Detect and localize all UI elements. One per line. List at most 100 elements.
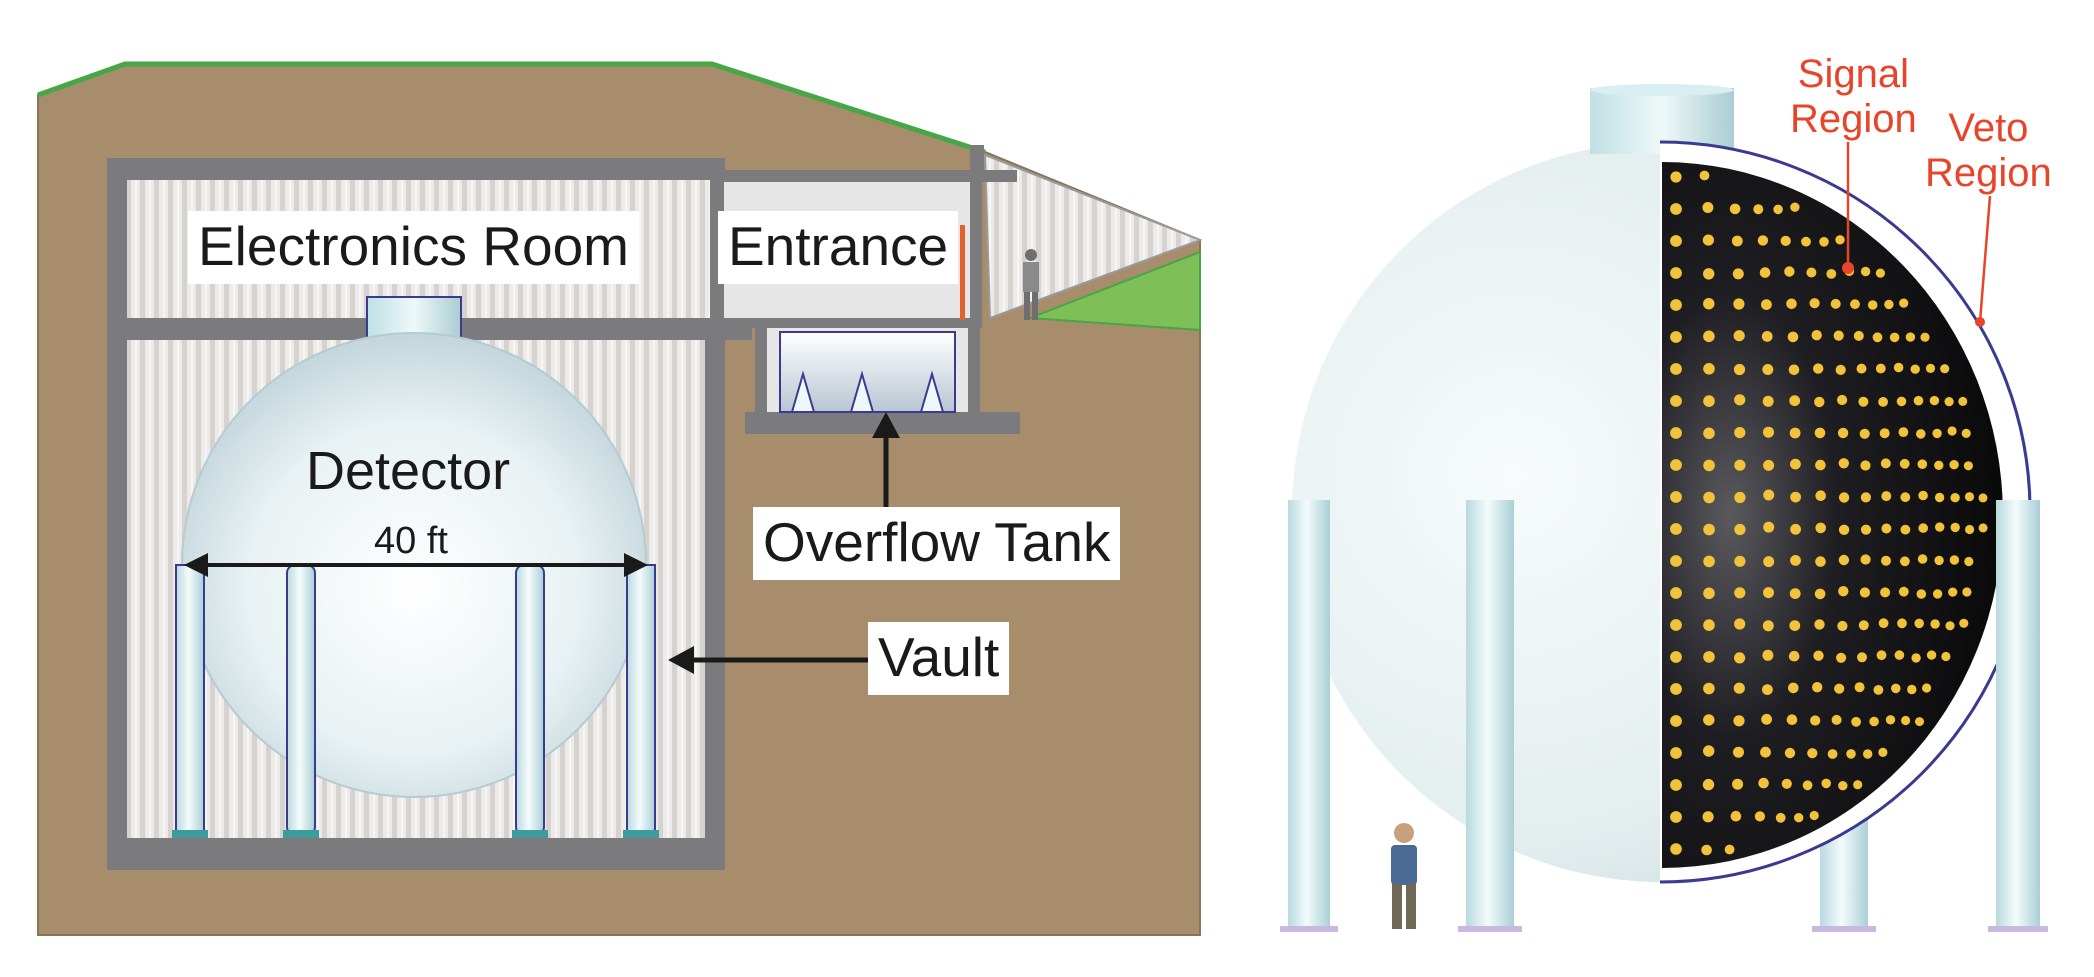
pmt-dot (1670, 555, 1682, 567)
pmt-dot (1821, 778, 1831, 789)
pmt-dot (1914, 618, 1924, 629)
pmt-dot (1784, 747, 1796, 759)
pmt-dot (1854, 682, 1865, 693)
veto-region-line-2: Region (1925, 150, 2052, 195)
tank-pit-wall-left (755, 318, 767, 414)
chimney-top (1590, 84, 1734, 96)
pmt-dot (1703, 745, 1715, 757)
pmt-dot (1837, 394, 1848, 406)
pmt-dot (1781, 778, 1792, 789)
pmt-dot (1790, 458, 1801, 470)
pmt-dot (1934, 460, 1944, 470)
pmt-dot (1773, 204, 1783, 215)
pmt-dot (1703, 298, 1715, 310)
pmt-dot (1930, 619, 1940, 629)
pmt-dot (1837, 427, 1849, 439)
pmt-dot (1838, 586, 1849, 597)
pmt-dot (1876, 650, 1887, 661)
pmt-dot (1858, 396, 1869, 407)
pmt-dot (1901, 715, 1911, 726)
pmt-dot (1809, 810, 1819, 821)
vault-arrow-head (668, 646, 694, 674)
pmt-dot (1860, 524, 1872, 535)
pmt-dot (1894, 650, 1905, 660)
pmt-dot (1761, 713, 1772, 725)
pmt-dot (1978, 523, 1988, 533)
pmt-dot (1806, 267, 1817, 278)
pmt-dot (1703, 459, 1715, 472)
pmt-dot (1857, 652, 1867, 663)
pmt-dot (1978, 493, 1988, 503)
entrance-floor (752, 318, 982, 328)
cutaway-interior (1662, 162, 2003, 868)
pmt-dot (1703, 363, 1715, 375)
pmt-dot (1911, 653, 1921, 663)
pmt-dot (1801, 236, 1811, 247)
pmt-dot (1786, 298, 1797, 310)
pmt-dot (1703, 491, 1715, 504)
pmt-dot (1831, 714, 1842, 725)
pmt-dot (1703, 587, 1715, 600)
pmt-dot (1733, 298, 1745, 310)
pmt-dot (1670, 267, 1682, 279)
detector-leg (626, 564, 656, 836)
pmt-dot (1670, 331, 1682, 343)
pmt-dot (1859, 587, 1870, 598)
pmt-dot (1703, 714, 1715, 726)
pmt-dot (1926, 650, 1937, 660)
pmt-dot (1780, 235, 1791, 246)
vault-label: Vault (868, 622, 1010, 695)
entrance-roof (722, 170, 1017, 182)
pmt-dot (1790, 202, 1800, 212)
signal-region-line-1: Signal (1797, 52, 1909, 96)
person-figure-scale (1391, 823, 1417, 929)
pmt-dot (1932, 589, 1943, 599)
leg-base (1988, 926, 2048, 932)
pmt-dot (1853, 780, 1863, 790)
pmt-dot (1860, 492, 1871, 503)
pmt-dot (1733, 715, 1745, 727)
pmt-dot (1733, 363, 1746, 376)
pmt-dot (1734, 652, 1746, 664)
pmt-dot (1838, 458, 1850, 469)
pmt-dot (1730, 810, 1742, 822)
pmt-dot (1819, 237, 1829, 247)
pmt-dot (1838, 492, 1850, 503)
pmt-dot (1881, 555, 1891, 566)
pmt-dot (1838, 524, 1850, 535)
person-figure-entrance (1023, 249, 1039, 320)
pmt-dot (1880, 587, 1891, 598)
pmt-dot (1837, 620, 1848, 632)
pmt-dot (1802, 780, 1813, 791)
leg-foot (512, 830, 548, 838)
pmt-dot (1763, 426, 1774, 438)
pmt-dot (1881, 491, 1892, 502)
pmt-dot (1788, 682, 1799, 694)
pmt-dot (1670, 715, 1682, 727)
diameter-label: 40 ft (374, 520, 448, 562)
pmt-dot (1762, 364, 1774, 375)
veto-region-line-1: Veto (1948, 106, 2029, 150)
pmt-dot (1945, 621, 1955, 631)
pmt-dot (1814, 396, 1825, 408)
pmt-dot (1670, 459, 1682, 471)
pmt-dot (1807, 748, 1818, 759)
pmt-dot (1812, 682, 1823, 693)
pmt-dot (1860, 266, 1871, 277)
pmt-dot (1786, 714, 1798, 725)
detector-leg (515, 564, 545, 836)
pmt-dot (1733, 682, 1745, 694)
pmt-dot (1703, 523, 1715, 536)
pmt-dot (1729, 203, 1741, 215)
pmt-dot (1925, 363, 1936, 373)
pmt-dot (1670, 491, 1682, 503)
pmt-dot (1703, 268, 1715, 280)
roof-slab (107, 158, 725, 180)
diameter-arrow-right (624, 553, 648, 577)
leg-base (1458, 926, 1522, 932)
pmt-dot (1763, 459, 1775, 471)
vault-right-wall (705, 338, 725, 858)
pmt-dot (1790, 523, 1801, 535)
pmt-dot (1761, 331, 1773, 342)
pmt-dot (1789, 427, 1801, 439)
